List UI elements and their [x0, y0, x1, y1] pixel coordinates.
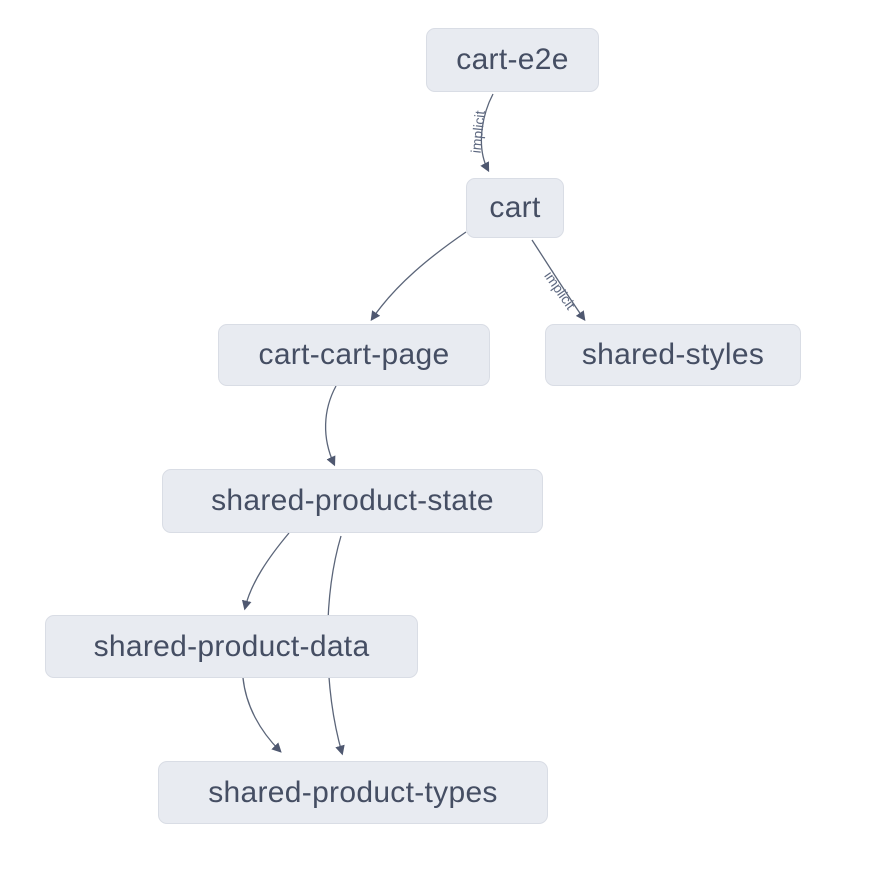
- edge-shared-product-data-to-shared-product-types: [242, 677, 282, 753]
- edge-label-implicit-cart-shared-styles: implicit: [541, 268, 579, 312]
- node-shared-product-state[interactable]: shared-product-state: [162, 469, 543, 533]
- node-cart-e2e[interactable]: cart-e2e: [426, 28, 599, 92]
- node-shared-styles[interactable]: shared-styles: [545, 324, 801, 386]
- edge-cart-cart-page-to-shared-product-state: [324, 385, 337, 467]
- node-shared-product-data[interactable]: shared-product-data: [45, 615, 418, 678]
- node-shared-styles-label: shared-styles: [581, 338, 765, 371]
- edge-shared-product-state-to-shared-product-data: [241, 532, 290, 611]
- node-cart-cart-page-label: cart-cart-page: [258, 338, 450, 371]
- node-shared-product-data-label: shared-product-data: [93, 629, 370, 663]
- edge-cart-to-cart-cart-page: [370, 231, 467, 322]
- node-shared-product-state-label: shared-product-state: [211, 484, 494, 517]
- edge-cart-e2e-to-cart: [480, 93, 494, 173]
- node-cart-cart-page[interactable]: cart-cart-page: [218, 324, 490, 386]
- edge-label-implicit-cart-e2e-cart: implicit: [468, 110, 488, 154]
- node-cart-e2e-label: cart-e2e: [456, 43, 569, 76]
- node-cart-label: cart: [489, 191, 541, 224]
- node-shared-product-types-label: shared-product-types: [208, 775, 498, 809]
- node-cart[interactable]: cart: [466, 178, 564, 238]
- edge-cart-to-shared-styles: [531, 239, 586, 321]
- node-shared-product-types[interactable]: shared-product-types: [158, 761, 548, 824]
